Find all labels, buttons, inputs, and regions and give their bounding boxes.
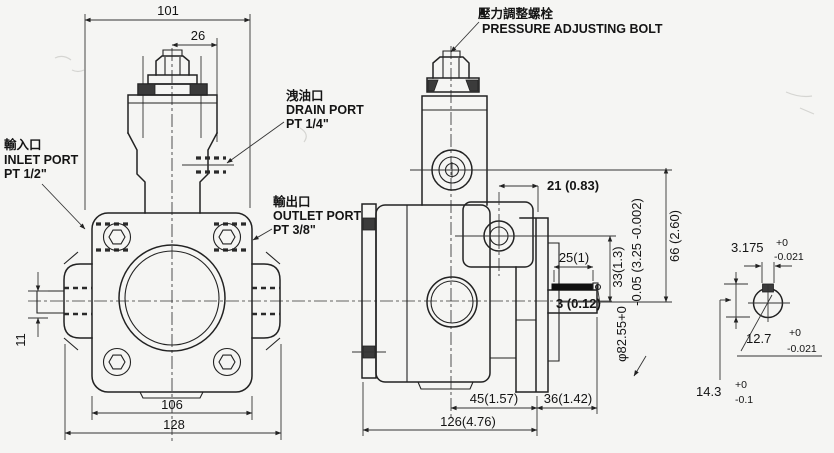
inlet-port-leader — [41, 183, 86, 230]
pilot-circle-outer — [118, 244, 226, 352]
front-flange-plate — [515, 217, 549, 393]
pump-body — [375, 204, 491, 383]
dim-shaft-flat: 14.3 — [696, 384, 721, 399]
outlet-port-label-zh: 輸出口 — [273, 194, 311, 209]
dim-pilot-dia-tol: -0.05 (3.25 -0.002) — [629, 198, 644, 306]
locknut — [426, 77, 480, 93]
dim-overall-length: 126(4.76) — [440, 414, 496, 429]
dim-shaft-length: 36(1.42) — [544, 391, 592, 406]
spring-chamber-front — [127, 94, 218, 134]
dim-outlet-height: 33(1.3) — [610, 246, 625, 287]
pilot-circle-inner — [124, 250, 220, 346]
inlet-port-label-en: INLET PORT — [4, 153, 79, 167]
dim-flange-width: 106 — [161, 397, 183, 412]
dim-key-width-minus: -0.021 — [774, 251, 804, 263]
callout-labels: 壓力調整螺栓 PRESSURE ADJUSTING BOLT 洩油口 DRAIN… — [4, 6, 663, 241]
outlet-lobe — [251, 263, 281, 339]
dim-side-boss: 11 — [13, 333, 28, 347]
inlet-lobe — [63, 263, 93, 339]
inlet-port-label-zh: 輸入口 — [4, 137, 42, 152]
drain-port-leader — [226, 121, 285, 164]
pressure-bolt-label-zh: 壓力調整螺栓 — [478, 6, 554, 21]
dim-body-length: 45(1.57) — [470, 391, 518, 406]
dim-shaft-flat-minus: -0.1 — [735, 394, 753, 406]
outlet-port-leader — [252, 228, 273, 241]
dim-adjuster-height: 66 (2.60) — [667, 210, 682, 262]
drain-port-label-en: DRAIN PORT — [286, 103, 364, 117]
drain-port-thread: PT 1/4" — [286, 117, 329, 131]
dim-key-width: 3.175 — [731, 240, 764, 255]
dim-pilot-dia-value: φ82.55+0 — [614, 306, 629, 362]
adjuster-tower — [421, 95, 488, 206]
tower-port-circle — [431, 149, 473, 191]
side-view: 21 (0.83) 25(1) 3 (0.12) 33(1.3) φ82.55+… — [352, 46, 682, 436]
flange-bolts — [102, 222, 242, 377]
pressure-bolt-leader — [450, 21, 480, 53]
body-port-circle — [426, 276, 478, 328]
mounting-flange — [91, 212, 253, 393]
scan-artifacts — [54, 55, 815, 143]
dim-key-width-plus: +0 — [776, 237, 788, 249]
outlet-port-thread: PT 3/8" — [273, 223, 316, 237]
outlet-port-label-en: OUTLET PORT — [273, 209, 362, 223]
dim-overall-top: 101 — [157, 3, 179, 18]
dim-key-height: 3 (0.12) — [556, 296, 601, 311]
pressure-bolt-label-en: PRESSURE ADJUSTING BOLT — [482, 22, 663, 36]
dim-outlet-offset: 21 (0.83) — [547, 178, 599, 193]
shaft-key — [551, 283, 594, 291]
front-view: 101 26 — [13, 3, 612, 444]
adjusting-nut-front — [155, 55, 190, 76]
pressure-adjusting-bolt — [432, 56, 470, 79]
dim-overall-width: 128 — [163, 417, 185, 432]
dim-key-seat-minus: -0.021 — [787, 343, 817, 355]
dim-key-length: 25(1) — [559, 250, 589, 265]
pilot-boss — [548, 242, 560, 362]
seal-hatch-right — [189, 83, 208, 96]
outlet-block — [462, 201, 534, 268]
shaft-detail-view: 3.175 +0 -0.021 12.7 +0 -0.021 14.3 +0 -… — [696, 237, 822, 406]
pilot-dia-leader — [633, 355, 647, 377]
dim-adjuster-offset: 26 — [191, 28, 205, 43]
inlet-port-thread: PT 1/2" — [4, 167, 47, 181]
dim-key-seat-plus: +0 — [789, 327, 801, 339]
seal-hatch-left — [137, 83, 156, 96]
dim-shaft-flat-plus: +0 — [735, 379, 747, 391]
dim-key-seat: 12.7 — [746, 331, 771, 346]
drain-port-label-zh: 洩油口 — [286, 88, 324, 103]
